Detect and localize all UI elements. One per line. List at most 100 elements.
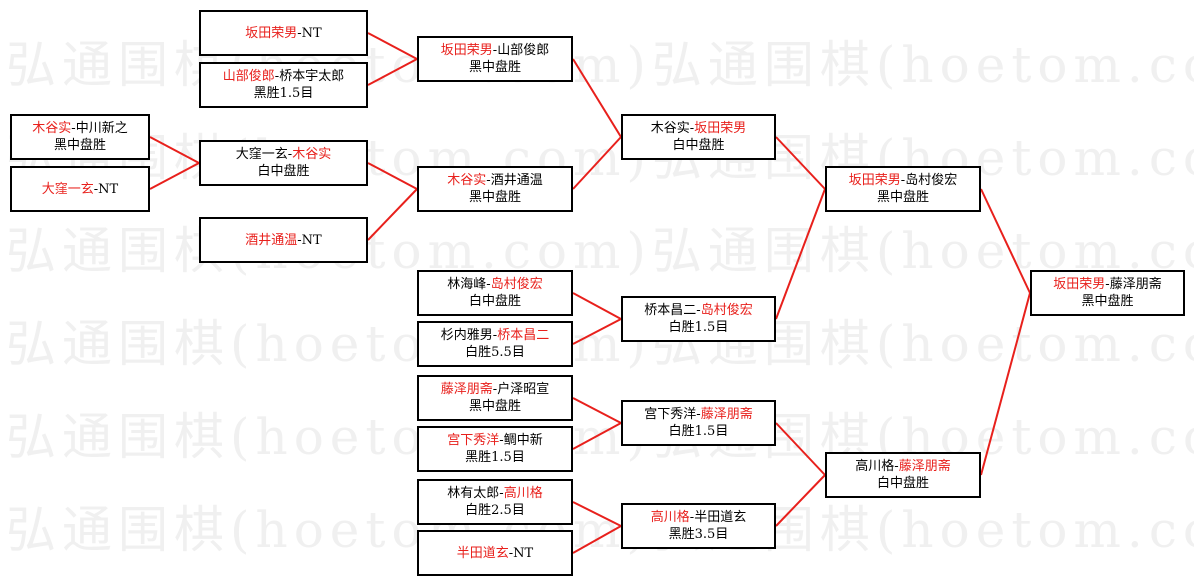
bye-marker: -NT (297, 232, 322, 248)
match-players: 藤泽朋斋-户泽昭宣 (441, 381, 549, 398)
player-two-name: 藤泽朋斋 (700, 407, 753, 422)
match-box-r3-sakata-yamabe: 坂田荣男-山部俊郎黑中盘胜 (417, 36, 573, 82)
player-two-name: 岛村俊宏 (490, 277, 543, 292)
vs-dash: - (696, 407, 701, 422)
vs-dash: - (492, 382, 498, 397)
connector-r1-daku-to-r2-daku-mugu (149, 162, 200, 190)
match-result: 白胜2.5目 (465, 503, 525, 518)
connector-r2-yamabe-to-r3-sakata-yamabe (367, 58, 418, 86)
player-one-name: 木谷实 (32, 121, 72, 136)
match-result: 白中盘胜 (468, 294, 521, 309)
connector-r3-fuji-toza-to-r4-miya-fuji (572, 397, 622, 424)
player-one-name: 山部俊郎 (222, 69, 275, 84)
match-players: 宫下秀洋-鲷中新 (447, 432, 542, 449)
match-box-r2-sakata: 坂田荣男-NT (199, 10, 368, 56)
connector-r3-mugu-sakai-to-r4-mugu-sakata (572, 136, 622, 190)
match-box-r4-taka-handa: 高川格-半田道玄黑胜3.5目 (621, 503, 776, 549)
match-players: 半田道玄-NT (457, 545, 533, 562)
match-box-r2-daku-mugu: 大窪一玄-木谷实白中盘胜 (199, 140, 368, 186)
match-box-r3-hayashi-taka: 林有太郎-高川格白胜2.5目 (417, 479, 573, 525)
player-one-name: 半田道玄 (456, 545, 509, 561)
player-one-name: 高川格 (855, 459, 895, 474)
match-box-r3-mugu-sakai: 木谷实-酒井通温黑中盘胜 (417, 166, 573, 212)
player-two-name: 藤泽朋斋 (1109, 277, 1162, 292)
vs-dash: - (894, 459, 899, 474)
match-result: 白中盘胜 (257, 164, 310, 179)
match-players: 酒井通温-NT (245, 232, 321, 249)
vs-dash: - (696, 303, 701, 318)
bye-marker: -NT (93, 181, 119, 197)
bye-marker: -NT (508, 545, 534, 561)
player-one-name: 藤泽朋斋 (440, 382, 493, 397)
match-result: 黑中盘胜 (876, 190, 929, 205)
bye-marker: -NT (297, 25, 322, 41)
match-box-r3-lin-shima: 林海峰-岛村俊宏白中盘胜 (417, 270, 573, 316)
match-players: 山部俊郎-桥本宇太郎 (223, 68, 344, 85)
match-players: 桥本昌二-岛村俊宏 (644, 302, 752, 319)
vs-dash: - (1105, 277, 1110, 292)
match-box-r3-sugi-hashi: 杉内雅男-桥本昌二白胜5.5目 (417, 321, 573, 367)
connector-r3-sakata-yamabe-to-r4-mugu-sakata (572, 58, 622, 138)
match-players: 高川格-藤泽朋斋 (855, 458, 950, 475)
match-players: 林有太郎-高川格 (447, 485, 542, 502)
vs-dash: - (499, 486, 504, 501)
match-box-r2-yamabe: 山部俊郎-桥本宇太郎黑胜1.5目 (199, 62, 368, 108)
match-players: 宫下秀洋-藤泽朋斋 (644, 406, 752, 423)
player-one-name: 宫下秀洋 (644, 407, 697, 422)
vs-dash: - (287, 147, 293, 162)
match-box-r4-hashi-shima: 桥本昌二-岛村俊宏白胜1.5目 (621, 296, 776, 342)
connector-r3-miya-tai-to-r4-miya-fuji (572, 422, 622, 450)
match-result: 白胜1.5目 (668, 320, 729, 335)
player-one-name: 坂田荣男 (848, 173, 901, 188)
player-one-name: 坂田荣男 (1053, 277, 1106, 292)
vs-dash: - (492, 43, 498, 58)
match-players: 木谷实-中川新之 (32, 120, 127, 137)
match-result: 白胜1.5目 (668, 424, 729, 439)
vs-dash: - (900, 173, 906, 188)
connector-r4-hashi-shima-to-r5-sakata-shima (775, 188, 826, 320)
vs-dash: - (499, 433, 504, 448)
player-one-name: 杉内雅男 (440, 328, 493, 343)
match-box-r3-handa: 半田道玄-NT (417, 530, 573, 576)
connector-r1-mugu-to-r2-daku-mugu (149, 136, 200, 164)
player-two-name: 坂田荣男 (694, 121, 747, 136)
vs-dash: - (71, 121, 76, 136)
connector-r4-miya-fuji-to-r5-taka-fuji (775, 422, 826, 476)
match-players: 杉内雅男-桥本昌二 (441, 327, 549, 344)
match-result: 白中盘胜 (876, 476, 929, 491)
match-box-r3-miya-tai: 宫下秀洋-鲷中新黑胜1.5目 (417, 426, 573, 472)
player-two-name: 户泽昭宣 (497, 382, 550, 397)
player-two-name: 桥本宇太郎 (279, 69, 345, 84)
match-result: 黑胜1.5目 (465, 450, 525, 465)
connector-r3-lin-shima-to-r4-hashi-shima (572, 292, 622, 320)
match-result: 白胜5.5目 (465, 345, 525, 360)
match-players: 大窪一玄-木谷实 (236, 146, 331, 163)
player-two-name: 山部俊郎 (497, 43, 550, 58)
player-one-name: 木谷实 (447, 173, 487, 188)
player-one-name: 木谷实 (650, 121, 690, 136)
match-box-r1-daku: 大窪一玄-NT (10, 166, 150, 212)
player-one-name: 大窪一玄 (41, 181, 94, 197)
match-players: 坂田荣男-NT (245, 25, 321, 42)
player-two-name: 桥本昌二 (497, 328, 550, 343)
player-two-name: 岛村俊宏 (700, 303, 753, 318)
match-result: 黑中盘胜 (1081, 294, 1134, 309)
match-result: 黑胜3.5目 (668, 527, 729, 542)
match-players: 高川格-半田道玄 (651, 509, 746, 526)
player-two-name: 岛村俊宏 (905, 173, 958, 188)
player-one-name: 桥本昌二 (644, 303, 697, 318)
match-result: 黑中盘胜 (468, 60, 521, 75)
player-one-name: 高川格 (650, 510, 690, 525)
match-box-r5-sakata-shima: 坂田荣男-岛村俊宏黑中盘胜 (825, 166, 981, 212)
connector-r2-sakai-to-r3-mugu-sakai (367, 188, 418, 241)
vs-dash: - (486, 173, 491, 188)
connector-r4-taka-handa-to-r5-taka-fuji (775, 474, 826, 527)
match-result: 黑胜1.5目 (253, 86, 314, 101)
vs-dash: - (689, 121, 695, 136)
match-box-r3-fuji-toza: 藤泽朋斋-户泽昭宣黑中盘胜 (417, 375, 573, 421)
player-two-name: 半田道玄 (694, 510, 747, 525)
player-one-name: 坂田荣男 (245, 25, 298, 41)
player-one-name: 大窪一玄 (235, 147, 288, 162)
match-players: 坂田荣男-藤泽朋斋 (1053, 276, 1161, 293)
vs-dash: - (486, 277, 491, 292)
